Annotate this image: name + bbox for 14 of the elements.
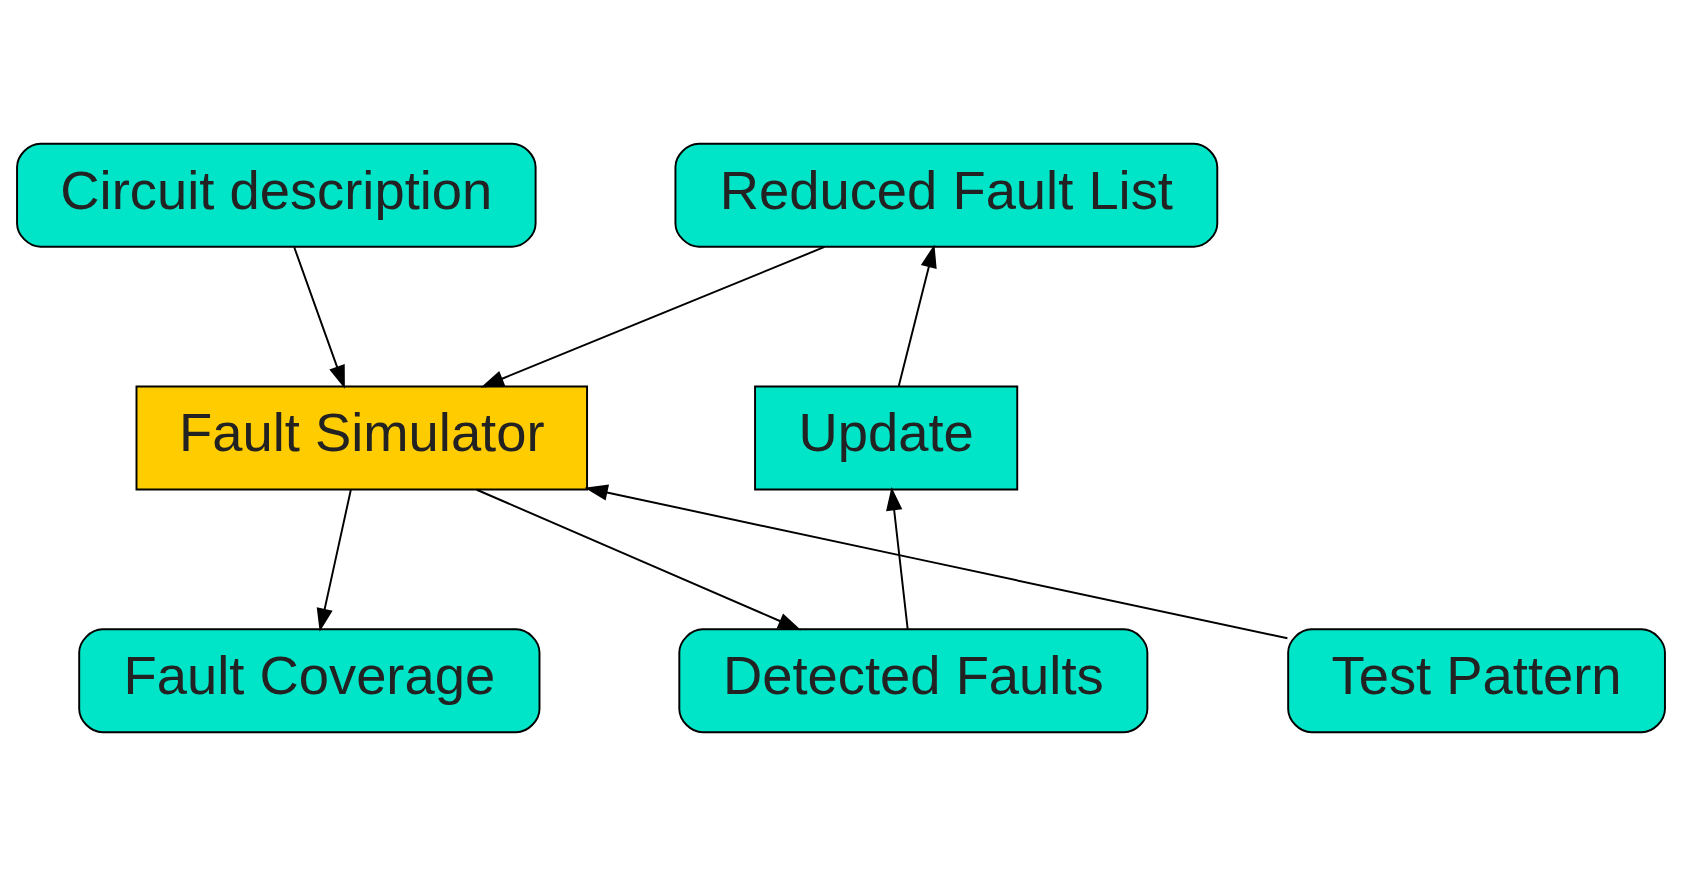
node-box: Detected Faults: [678, 627, 1149, 733]
node-box: Fault Coverage: [78, 627, 541, 733]
node-box: Circuit description: [16, 142, 537, 248]
arrow: [293, 245, 345, 389]
node-box: Reduced Fault List: [674, 142, 1219, 248]
node-box: Test Pattern: [1287, 627, 1666, 733]
node-box: Fault Simulator: [135, 385, 589, 490]
arrow: [475, 488, 802, 630]
arrow: [886, 486, 909, 630]
node-box: Update: [754, 385, 1019, 490]
arrow: [316, 488, 352, 632]
arrow: [584, 484, 1289, 639]
arrow: [897, 243, 937, 387]
arrow: [480, 245, 826, 387]
